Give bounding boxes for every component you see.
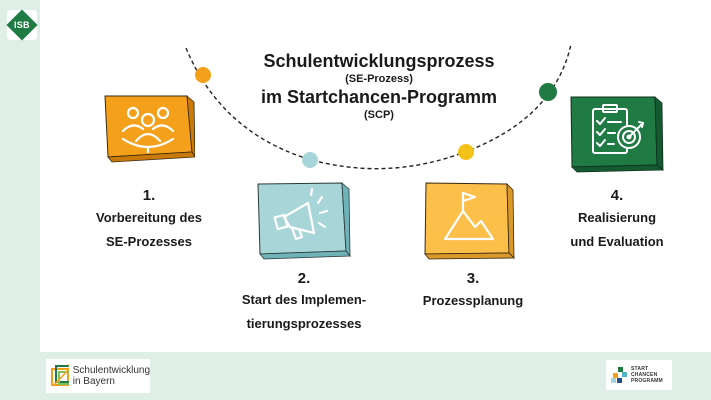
step-1-label-line-1: Vorbereitung des xyxy=(96,210,202,225)
arc-dot-orange xyxy=(195,67,211,83)
squares-icon xyxy=(611,367,627,383)
step-3-box xyxy=(423,181,515,263)
title-line-1: Schulentwicklungsprozess xyxy=(263,51,495,71)
step-1-label-line-2: SE-Prozesses xyxy=(106,234,192,249)
megaphone-icon xyxy=(273,187,329,241)
step-1-box xyxy=(103,93,195,163)
title-line-3: im Startchancen-Programm xyxy=(260,87,498,107)
schulentwicklung-bayern-logo: Schulentwicklung in Bayern xyxy=(46,359,150,393)
step-4-box xyxy=(569,95,665,175)
diagram-title: Schulentwicklungsprozess (SE-Prozess) im… xyxy=(255,50,503,122)
arc-dot-green xyxy=(539,83,557,101)
step-2-label-line-2: tierungsprozesses xyxy=(246,316,362,331)
left-logo-line-2: in Bayern xyxy=(72,376,115,387)
title-line-2: (SE-Prozess) xyxy=(345,73,413,85)
step-4-label: Realisierung und Evaluation xyxy=(552,206,682,254)
step-1-number: 1. xyxy=(142,187,156,204)
step-4-label-line-2: und Evaluation xyxy=(570,234,664,249)
isb-logo: ISB xyxy=(6,9,38,41)
mountain-flag-icon xyxy=(443,191,495,241)
startchancen-logo: START CHANCEN PROGRAMM xyxy=(606,360,672,390)
step-3-label-line-1: Prozessplanung xyxy=(422,293,524,308)
step-1-label: Vorbereitung des SE-Prozesses xyxy=(76,206,222,254)
step-3-number: 3. xyxy=(466,270,480,287)
left-side-strip xyxy=(0,0,40,400)
step-2-box xyxy=(256,181,352,263)
clipboard-target-icon xyxy=(592,104,644,154)
frames-arrow-icon xyxy=(51,364,69,387)
team-icon xyxy=(121,106,175,154)
left-logo-line-1: Schulentwicklung xyxy=(72,365,150,376)
step-2-label: Start des Implemen- tierungsprozesses xyxy=(226,288,382,336)
right-logo-line-2: CHANCEN xyxy=(631,372,658,378)
arc-dot-yellow xyxy=(458,144,474,160)
title-line-4: (SCP) xyxy=(364,109,394,121)
step-4-number: 4. xyxy=(610,187,624,204)
right-logo-line-1: START xyxy=(631,366,649,372)
right-logo-line-3: PROGRAMM xyxy=(631,378,663,384)
arc-dot-lightblue xyxy=(302,152,318,168)
step-4-label-line-1: Realisierung xyxy=(577,210,657,225)
step-2-number: 2. xyxy=(297,270,311,287)
step-2-label-line-1: Start des Implemen- xyxy=(241,292,367,307)
step-3-label: Prozessplanung xyxy=(406,289,540,313)
